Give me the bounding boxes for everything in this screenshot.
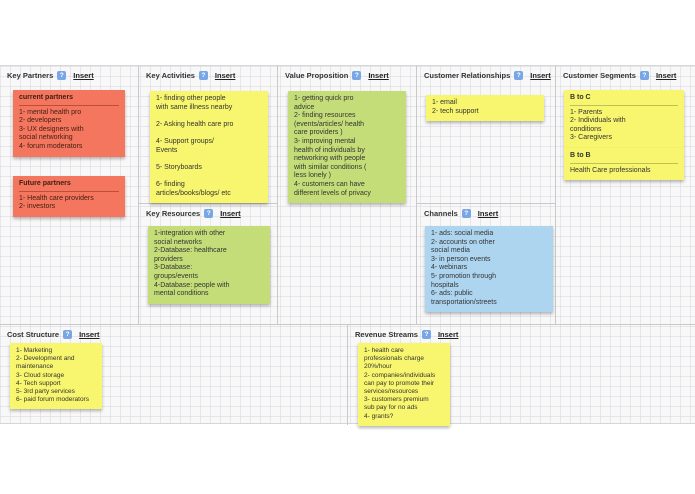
section-customer-relationships: Customer Relationships ? Insert 1- email…: [417, 66, 556, 204]
section-title: Key Activities: [146, 71, 195, 80]
help-icon[interactable]: ?: [57, 71, 67, 80]
help-icon[interactable]: ?: [63, 330, 73, 339]
help-icon[interactable]: ?: [198, 71, 208, 80]
note-key-activities[interactable]: 1- finding other people with same illnes…: [150, 91, 268, 204]
note-value-proposition[interactable]: 1- getting quick pro advice 2- finding r…: [288, 91, 406, 204]
note-title: current partners: [19, 94, 119, 106]
section-value-proposition: Value Proposition ? Insert 1- getting qu…: [278, 66, 417, 324]
note-key-resources[interactable]: 1-integration with other social networks…: [148, 226, 270, 304]
insert-link[interactable]: Insert: [368, 71, 389, 80]
note-body: 1-integration with other social networks…: [154, 230, 230, 298]
section-key-resources: Key Resources ? Insert 1-integration wit…: [139, 204, 278, 324]
section-cost-structure: Cost Structure ? Insert 1- Marketing 2- …: [0, 324, 348, 425]
section-title: Channels: [424, 209, 458, 218]
note-body: 1- Marketing 2- Development and maintena…: [16, 347, 89, 404]
insert-link[interactable]: Insert: [655, 71, 677, 80]
section-title: Value Proposition: [285, 71, 349, 80]
section-header: Key Resources ? Insert: [139, 204, 277, 221]
help-icon[interactable]: ?: [461, 209, 471, 218]
help-icon[interactable]: ?: [352, 71, 362, 80]
section-title: Customer Relationships: [424, 71, 511, 80]
note-body: 1- finding other people with same illnes…: [156, 95, 234, 197]
insert-link[interactable]: Insert: [477, 209, 499, 218]
section-header: Customer Segments ? Insert: [556, 66, 695, 83]
note-body: 1- mental health pro 2- developers 3- UX…: [19, 108, 84, 150]
section-customer-segments: Customer Segments ? Insert B to C 1- Par…: [556, 66, 695, 324]
insert-link[interactable]: Insert: [79, 330, 100, 339]
note-body: 1- getting quick pro advice 2- finding r…: [294, 95, 371, 197]
section-revenue-streams: Revenue Streams ? Insert 1- health care …: [348, 324, 695, 426]
note-cost-structure[interactable]: 1- Marketing 2- Development and maintena…: [10, 343, 102, 410]
canvas-grid: Key Partners ? Insert current partners 1…: [0, 65, 695, 426]
note-future-partners[interactable]: Future partners 1- Health care providers…: [13, 176, 125, 217]
section-header: Value Proposition ? Insert: [278, 66, 416, 83]
help-icon[interactable]: ?: [514, 71, 524, 80]
insert-link[interactable]: Insert: [220, 209, 241, 218]
section-header: Cost Structure ? Insert: [0, 325, 347, 342]
insert-link[interactable]: Insert: [214, 71, 236, 80]
section-title: Key Resources: [146, 209, 201, 218]
section-title: Cost Structure: [7, 330, 60, 339]
note-title: B to C: [570, 94, 678, 106]
section-header: Customer Relationships ? Insert: [417, 66, 555, 83]
note-b-to-c[interactable]: B to C 1- Parents 2- Individuals with co…: [564, 90, 684, 148]
section-header: Key Partners ? Insert: [0, 66, 138, 83]
section-title: Customer Segments: [563, 71, 636, 80]
note-channels[interactable]: 1- ads: social media 2- accounts on othe…: [425, 226, 553, 313]
note-b-to-b[interactable]: B to B Health Care professionals: [564, 148, 684, 181]
insert-link[interactable]: Insert: [530, 71, 551, 80]
section-header: Channels ? Insert: [417, 204, 555, 221]
note-body: 1- Parents 2- Individuals with condition…: [570, 108, 626, 142]
section-title: Key Partners: [7, 71, 54, 80]
help-icon[interactable]: ?: [204, 209, 214, 218]
section-channels: Channels ? Insert 1- ads: social media 2…: [417, 204, 556, 324]
insert-link[interactable]: Insert: [437, 330, 459, 339]
note-body: 1- ads: social media 2- accounts on othe…: [431, 230, 497, 306]
note-body: 1- health care professionals charge 20%/…: [364, 347, 436, 420]
note-body: 1- email 2- tech support: [432, 99, 479, 115]
note-revenue-streams[interactable]: 1- health care professionals charge 20%/…: [358, 343, 450, 426]
note-title: Future partners: [19, 180, 119, 192]
section-header: Revenue Streams ? Insert: [348, 325, 695, 342]
note-body: Health Care professionals: [570, 166, 651, 174]
note-current-partners[interactable]: current partners 1- mental health pro 2-…: [13, 90, 125, 157]
section-header: Key Activities ? Insert: [139, 66, 277, 83]
note-customer-relationships[interactable]: 1- email 2- tech support: [426, 95, 544, 122]
section-key-activities: Key Activities ? Insert 1- finding other…: [139, 66, 278, 204]
section-key-partners: Key Partners ? Insert current partners 1…: [0, 66, 139, 324]
note-body: 1- Health care providers 2- investors: [19, 194, 94, 211]
help-icon[interactable]: ?: [421, 330, 431, 339]
help-icon[interactable]: ?: [639, 71, 649, 80]
insert-link[interactable]: Insert: [73, 71, 94, 80]
section-title: Revenue Streams: [355, 330, 418, 339]
note-title: B to B: [570, 152, 678, 164]
